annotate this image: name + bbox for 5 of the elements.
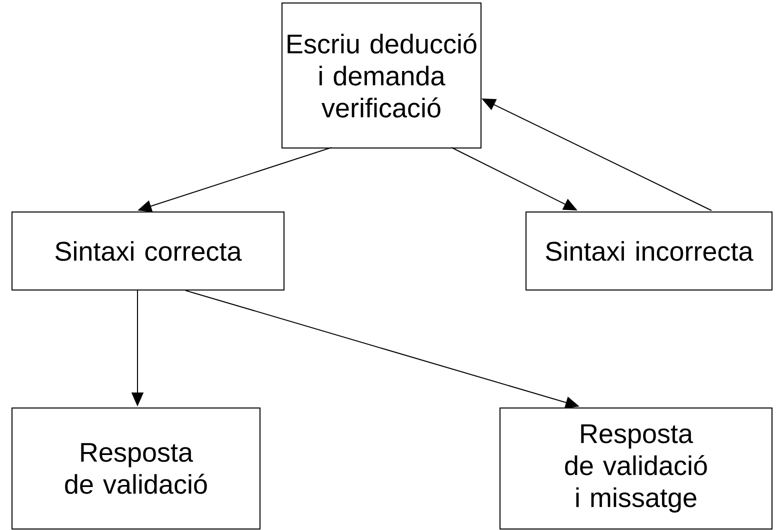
process-box: Resposta de validació i missatge <box>500 408 772 530</box>
process-box: Sintaxi incorrecta <box>526 212 772 290</box>
process-box: Escriu deducció i demanda verificació <box>282 2 482 148</box>
process-box: Sintaxi correcta <box>12 212 284 290</box>
process-box: Resposta de validació <box>12 408 260 530</box>
